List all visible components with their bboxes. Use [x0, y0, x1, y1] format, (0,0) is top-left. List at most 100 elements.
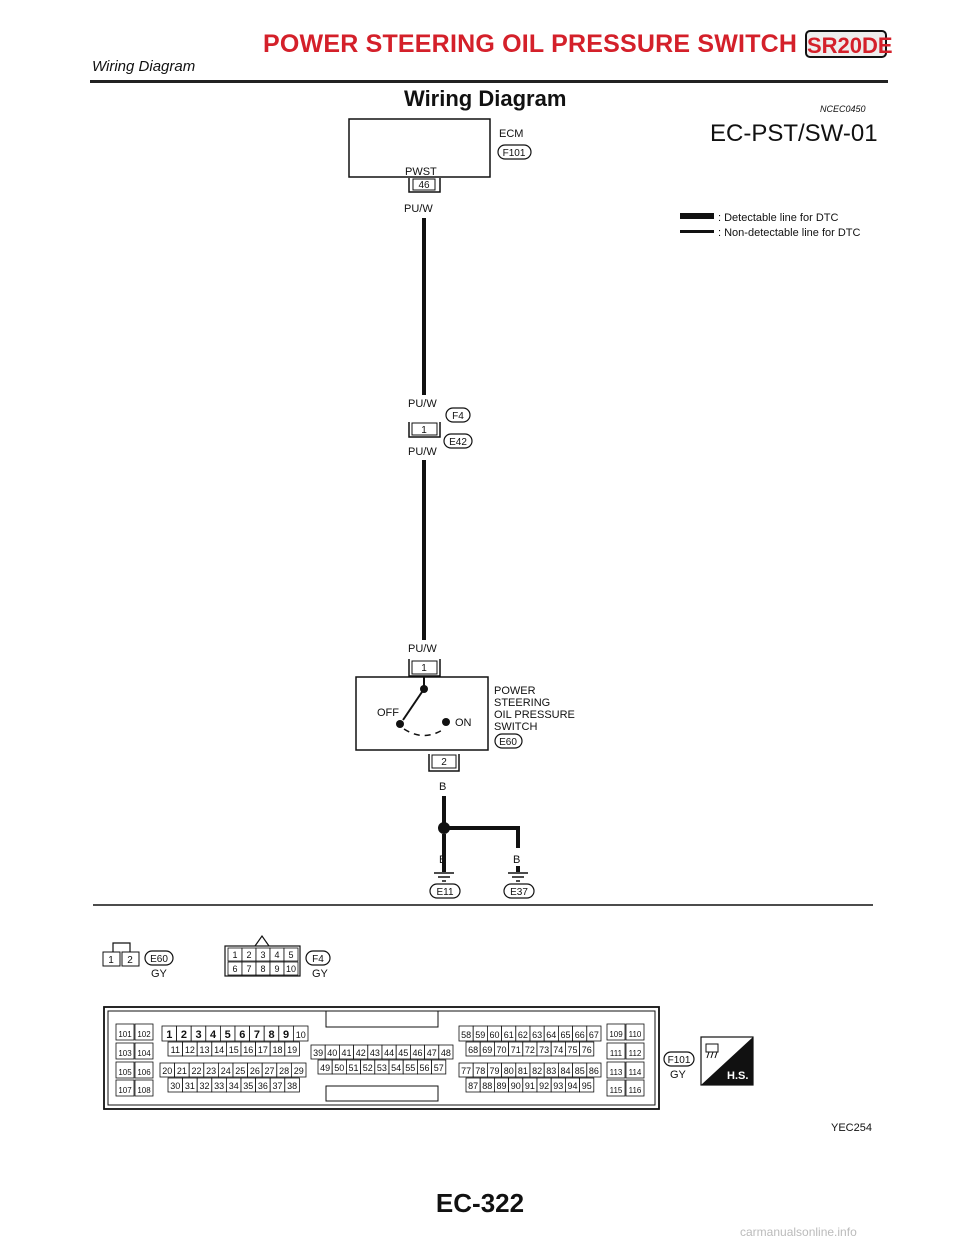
f101-pin: 5 [225, 1029, 231, 1041]
f101-pin: 45 [398, 1048, 408, 1058]
model-badge: SR20DE [805, 30, 893, 58]
f101-pin: 36 [258, 1081, 268, 1091]
f101-pin: 76 [582, 1045, 592, 1055]
joint-connector-bracket [408, 422, 441, 438]
f101-pin-box [284, 1041, 300, 1057]
f101-pin: 47 [427, 1048, 437, 1058]
f101-pin: 77 [461, 1066, 471, 1076]
joint-connector-e42-id: E42 [449, 437, 467, 448]
f101-pin: 46 [412, 1048, 422, 1058]
e60-view-id: E60 [150, 954, 168, 965]
f101-pin: 3 [195, 1029, 201, 1041]
f101-pin: 68 [468, 1045, 478, 1055]
f101-pin: 60 [489, 1030, 499, 1040]
ecm-pin-number: 46 [418, 180, 430, 191]
f101-pin: 83 [546, 1066, 556, 1076]
f101-pin: 31 [185, 1081, 195, 1091]
ecm-pin-bracket [408, 178, 441, 193]
f4-view-tag [305, 950, 331, 966]
f101-pin: 12 [185, 1045, 195, 1055]
legend-non-detectable-text: : Non-detectable line for DTC [718, 227, 861, 239]
f101-pin: 62 [518, 1030, 528, 1040]
switch-contact-on [442, 718, 450, 726]
f101-pin: 79 [489, 1066, 499, 1076]
f101-pin-box [134, 1042, 154, 1060]
f101-pin: 57 [434, 1063, 444, 1073]
f101-pin: 92 [539, 1081, 549, 1091]
f101-pin: 87 [468, 1081, 478, 1091]
f101-pin: 35 [243, 1081, 253, 1091]
f101-pin: 39 [313, 1048, 323, 1058]
f101-pin-box [134, 1061, 154, 1079]
f101-pin: 37 [272, 1081, 282, 1091]
f101-pin: 81 [518, 1066, 528, 1076]
page-header-title: POWER STEERING OIL PRESSURE SWITCH [263, 30, 798, 58]
switch-contact-off [396, 720, 404, 728]
f101-pin-box [606, 1023, 626, 1041]
f101-pin: 4 [210, 1029, 217, 1041]
f101-pin-box [625, 1061, 645, 1079]
e60-view-tag [144, 950, 174, 966]
e60-view-color: GY [151, 968, 168, 980]
f4-pin: 3 [260, 950, 265, 960]
f101-pin: 85 [575, 1066, 585, 1076]
f101-pin: 15 [229, 1045, 239, 1055]
f101-pin-box [134, 1079, 154, 1097]
f4-pin: 9 [274, 964, 279, 974]
f101-pin: 113 [610, 1068, 623, 1077]
section-ref-code: NCEC0450 [820, 104, 866, 114]
hs-badge-icon: H.S. [700, 1036, 754, 1086]
figure-code: YEC254 [831, 1122, 872, 1134]
ground-symbol-e11 [434, 872, 454, 882]
section-title: Wiring Diagram [404, 86, 567, 111]
ground-tag-e37 [503, 883, 535, 899]
legend-detectable-line [680, 213, 714, 219]
ground-symbol-e37 [508, 872, 528, 882]
f101-pin: 54 [391, 1063, 401, 1073]
f4-pin-box [283, 961, 299, 976]
f101-pin-box [606, 1079, 626, 1097]
f101-pin: 6 [239, 1029, 245, 1041]
f4-view-id: F4 [312, 954, 324, 965]
switch-top-pin-box [411, 660, 438, 675]
f101-pin: 66 [575, 1030, 585, 1040]
f101-pin: 64 [546, 1030, 556, 1040]
f101-pin: 59 [475, 1030, 485, 1040]
f101-pin: 104 [137, 1049, 151, 1058]
f101-pin: 7 [254, 1029, 260, 1041]
f101-pin: 91 [525, 1081, 535, 1091]
f101-pin-box [431, 1059, 447, 1075]
f101-pin-box [292, 1025, 309, 1042]
f101-pin-box [284, 1077, 300, 1093]
f101-pin: 73 [539, 1045, 549, 1055]
f101-pin-box [625, 1079, 645, 1097]
f101-pin: 65 [560, 1030, 570, 1040]
ecm-box [348, 118, 491, 178]
f101-pin: 72 [525, 1045, 535, 1055]
f101-pin: 26 [250, 1066, 260, 1076]
switch-on-path [403, 728, 445, 737]
f101-pin: 42 [356, 1048, 366, 1058]
f101-pin: 14 [214, 1045, 224, 1055]
f101-pin: 103 [118, 1049, 132, 1058]
f101-pin: 40 [327, 1048, 337, 1058]
joint-connector-f4-id: F4 [452, 411, 464, 422]
f101-pin: 107 [118, 1086, 132, 1095]
f101-pin: 16 [243, 1045, 253, 1055]
f101-pin: 1 [166, 1029, 172, 1041]
f101-pin: 82 [532, 1066, 542, 1076]
f101-pin: 52 [363, 1063, 373, 1073]
f101-pin: 56 [419, 1063, 429, 1073]
f4-pin: 7 [246, 964, 251, 974]
f101-pin: 110 [629, 1030, 642, 1039]
f101-pin-box [606, 1061, 626, 1079]
oil-pressure-switch-box [355, 676, 489, 751]
f101-pin: 38 [287, 1081, 297, 1091]
f101-pin: 94 [567, 1081, 577, 1091]
f4-pin: 5 [288, 950, 293, 960]
f4-connector-key [254, 934, 270, 947]
watermark: carmanualsonline.info [740, 1225, 857, 1239]
f101-pin: 89 [496, 1081, 506, 1091]
f101-pin: 116 [629, 1086, 642, 1095]
